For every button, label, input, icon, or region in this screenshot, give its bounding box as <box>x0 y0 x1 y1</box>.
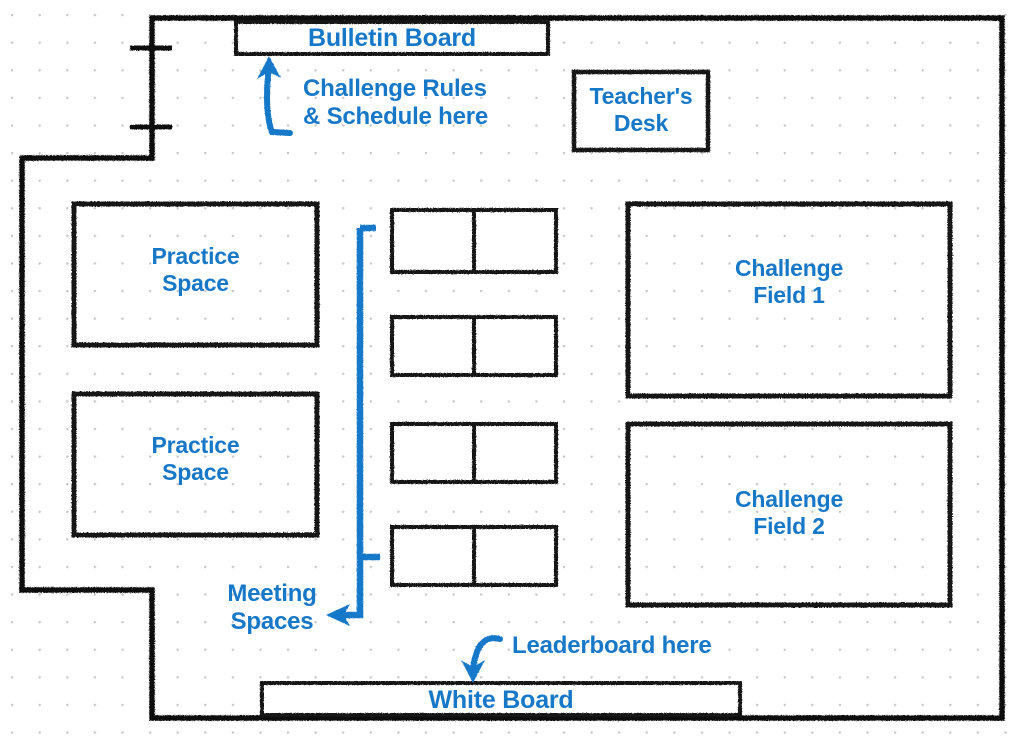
room-walls <box>19 15 1005 721</box>
leaderboard-arrow <box>461 635 503 683</box>
white-board-shape <box>260 681 742 717</box>
practice-space-2-shape <box>71 391 320 538</box>
meeting-table-2-shape <box>390 315 558 377</box>
challenge-rules-arrow <box>257 56 293 136</box>
practice-space-1-shape <box>71 201 320 348</box>
teacher-desk-shape <box>571 69 711 153</box>
meeting-table-3-shape <box>390 422 558 484</box>
challenge-field-2-shape <box>625 421 953 608</box>
challenge-field-1-shape <box>625 201 953 399</box>
door-markers <box>130 45 172 130</box>
meeting-table-1-shape <box>390 208 558 274</box>
bulletin-board-shape <box>234 20 550 56</box>
meeting-table-4-shape <box>390 525 558 587</box>
meeting-spaces-bracket <box>326 224 380 626</box>
